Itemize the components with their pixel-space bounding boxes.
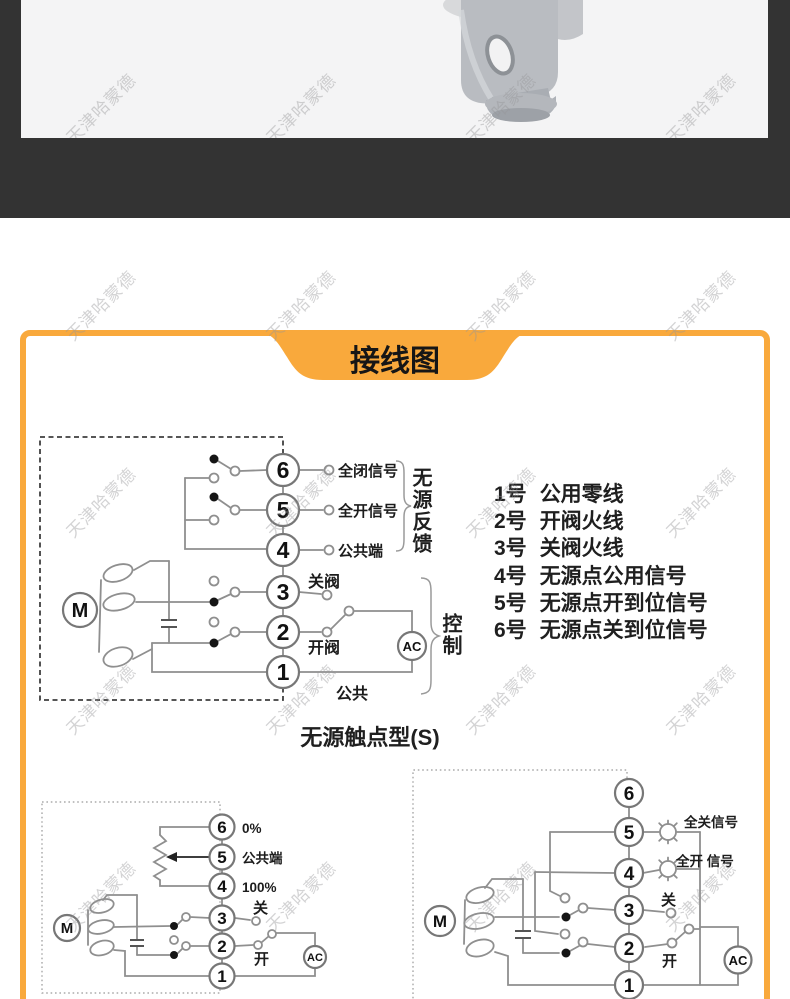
legend-number: 6号 xyxy=(494,619,527,643)
legend-number: 2号 xyxy=(494,510,527,534)
legend-desc: 无源点公用信号 xyxy=(539,564,687,588)
banner-ribbon-shape xyxy=(253,330,537,380)
legend-desc: 关阀火线 xyxy=(539,537,624,561)
legend-row: 3号关阀火线 xyxy=(494,535,708,562)
legend-desc: 公用零线 xyxy=(539,483,624,506)
control-group-label: 控制 xyxy=(439,613,461,657)
legend-number: 4号 xyxy=(494,564,527,588)
product-photo-area xyxy=(0,0,790,138)
legend-row: 1号公用零线 xyxy=(494,481,708,508)
legend-desc: 开阀火线 xyxy=(539,510,624,534)
terminal-legend: 1号公用零线 2号开阀火线 3号关阀火线 4号无源点公用信号 5号无源点开到位信… xyxy=(494,481,708,644)
right-dark-strip xyxy=(768,0,790,138)
legend-desc: 无源点开到位信号 xyxy=(539,591,708,615)
card-title-banner: 接线图 xyxy=(253,330,537,380)
legend-number: 1号 xyxy=(494,483,527,506)
legend-row: 4号无源点公用信号 xyxy=(494,563,708,590)
legend-number: 5号 xyxy=(494,591,527,615)
main-diagram-caption: 无源触点型(S) xyxy=(300,725,440,750)
wiring-card xyxy=(20,330,770,999)
legend-desc: 无源点关到位信号 xyxy=(539,619,708,643)
dark-divider-band xyxy=(0,138,790,218)
card-title: 接线图 xyxy=(350,345,440,378)
legend-row: 2号开阀火线 xyxy=(494,508,708,535)
legend-number: 3号 xyxy=(494,537,527,561)
legend-row: 6号无源点关到位信号 xyxy=(494,617,708,644)
left-dark-strip xyxy=(0,0,21,138)
feedback-group-label: 无源反馈 xyxy=(409,467,431,555)
legend-row: 5号无源点开到位信号 xyxy=(494,590,708,617)
